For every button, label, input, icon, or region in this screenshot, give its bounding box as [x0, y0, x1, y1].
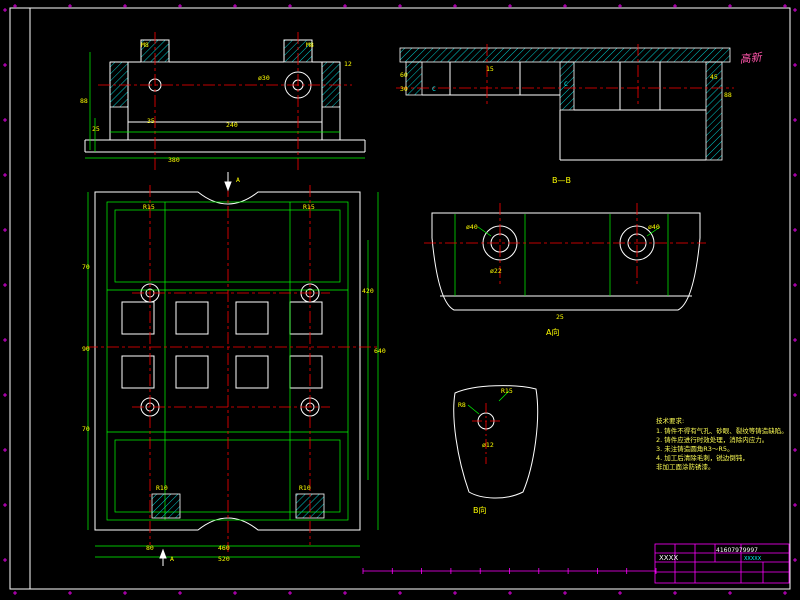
- bb-outline: [422, 62, 706, 161]
- dim-label: R15: [501, 387, 513, 395]
- dim-label: 88: [80, 97, 88, 105]
- front-dim-lines: [85, 52, 365, 159]
- detail-outline: [453, 385, 539, 499]
- dim-label: A: [236, 176, 240, 184]
- section-arrows-a: [159, 172, 232, 566]
- detail-view-b: [453, 385, 539, 499]
- dim-label: 420: [362, 287, 374, 295]
- detail-leaders: [467, 390, 510, 415]
- dim-label: 70: [82, 263, 90, 271]
- side-centerlines: [424, 203, 706, 287]
- side-view-a: [424, 203, 706, 311]
- dim-label: ø40: [466, 223, 478, 231]
- dim-label: M8: [141, 41, 149, 49]
- dim-label: 80: [146, 544, 154, 552]
- dim-label: 60: [400, 71, 408, 79]
- title-block: XXXX 41607979997 XXXXX: [654, 543, 790, 584]
- dim-label: R8: [458, 401, 466, 409]
- plan-centerlines: [86, 185, 380, 552]
- dim-label: A: [170, 555, 174, 563]
- dim-label: 25: [556, 313, 564, 321]
- dim-label: 45: [710, 73, 718, 81]
- signature-text: 高新: [739, 51, 764, 66]
- dim-label: R15: [143, 203, 155, 211]
- dim-label: ø30: [258, 74, 270, 82]
- dim-label: 25: [92, 125, 100, 133]
- tech-note-line: 非加工面涂防锈漆。: [656, 463, 715, 471]
- title-block-code: XXXXX: [744, 556, 762, 562]
- plan-view: [86, 172, 380, 566]
- dim-label: R10: [156, 484, 168, 492]
- dim-label: 35: [147, 117, 155, 125]
- tech-note-line: 1. 铸件不得有气孔、砂眼、裂纹等铸造缺陷。: [656, 427, 788, 435]
- view-labels: B—B A向 B向: [473, 176, 571, 515]
- tech-notes: 技术要求: 1. 铸件不得有气孔、砂眼、裂纹等铸造缺陷。2. 铸件应进行时效处理…: [656, 417, 790, 472]
- dim-label: 30: [400, 85, 408, 93]
- view-label: B—B: [552, 176, 571, 185]
- tech-notes-lines: 1. 铸件不得有气孔、砂眼、裂纹等铸造缺陷。2. 铸件应进行时效处理，消除内应力…: [656, 427, 790, 472]
- dim-label: C: [432, 85, 436, 93]
- tech-note-line: 3. 未注铸造圆角R3～R5。: [656, 445, 734, 453]
- side-dim-lines: [454, 214, 669, 296]
- dim-label: ø40: [648, 223, 660, 231]
- tech-note-line: 2. 铸件应进行时效处理，消除内应力。: [656, 436, 769, 444]
- tech-notes-title: 技术要求:: [656, 417, 685, 425]
- dim-label: 460: [218, 544, 230, 552]
- view-label: B向: [473, 505, 487, 515]
- front-section-view: [84, 32, 366, 170]
- dim-label: 520: [218, 555, 230, 563]
- dim-label: 12: [344, 60, 352, 68]
- dim-label: M8: [306, 41, 314, 49]
- dim-label: ø12: [482, 441, 494, 449]
- tech-note-line: 4. 加工后清除毛刺，锐边倒钝，: [656, 454, 749, 462]
- dim-label: 15: [486, 65, 494, 73]
- front-hatch: [109, 39, 341, 108]
- title-block-drawing-no: 41607979997: [716, 547, 758, 554]
- plan-hatch: [151, 493, 325, 519]
- bb-centerlines: [396, 44, 734, 105]
- dim-label: 240: [226, 121, 238, 129]
- detail-centerlines: [472, 403, 501, 464]
- plan-outline: [94, 191, 361, 531]
- dim-label: 70: [82, 425, 90, 433]
- title-block-grid: [654, 543, 790, 584]
- bb-hatch: [399, 47, 731, 161]
- dim-label: 380: [168, 156, 180, 164]
- plan-pockets: [87, 192, 379, 558]
- dim-label: R15: [303, 203, 315, 211]
- frame-ticks: [3, 4, 797, 595]
- dim-label: C: [564, 80, 568, 88]
- dim-label: R10: [299, 484, 311, 492]
- section-view-bb: [396, 44, 734, 161]
- dim-label: 640: [374, 347, 386, 355]
- title-block-name: XXXX: [659, 554, 678, 562]
- dim-label: ø22: [490, 267, 502, 275]
- front-centerlines: [98, 32, 352, 170]
- dim-label: 90: [82, 345, 90, 353]
- view-label: A向: [546, 327, 559, 337]
- dim-label: 88: [724, 91, 732, 99]
